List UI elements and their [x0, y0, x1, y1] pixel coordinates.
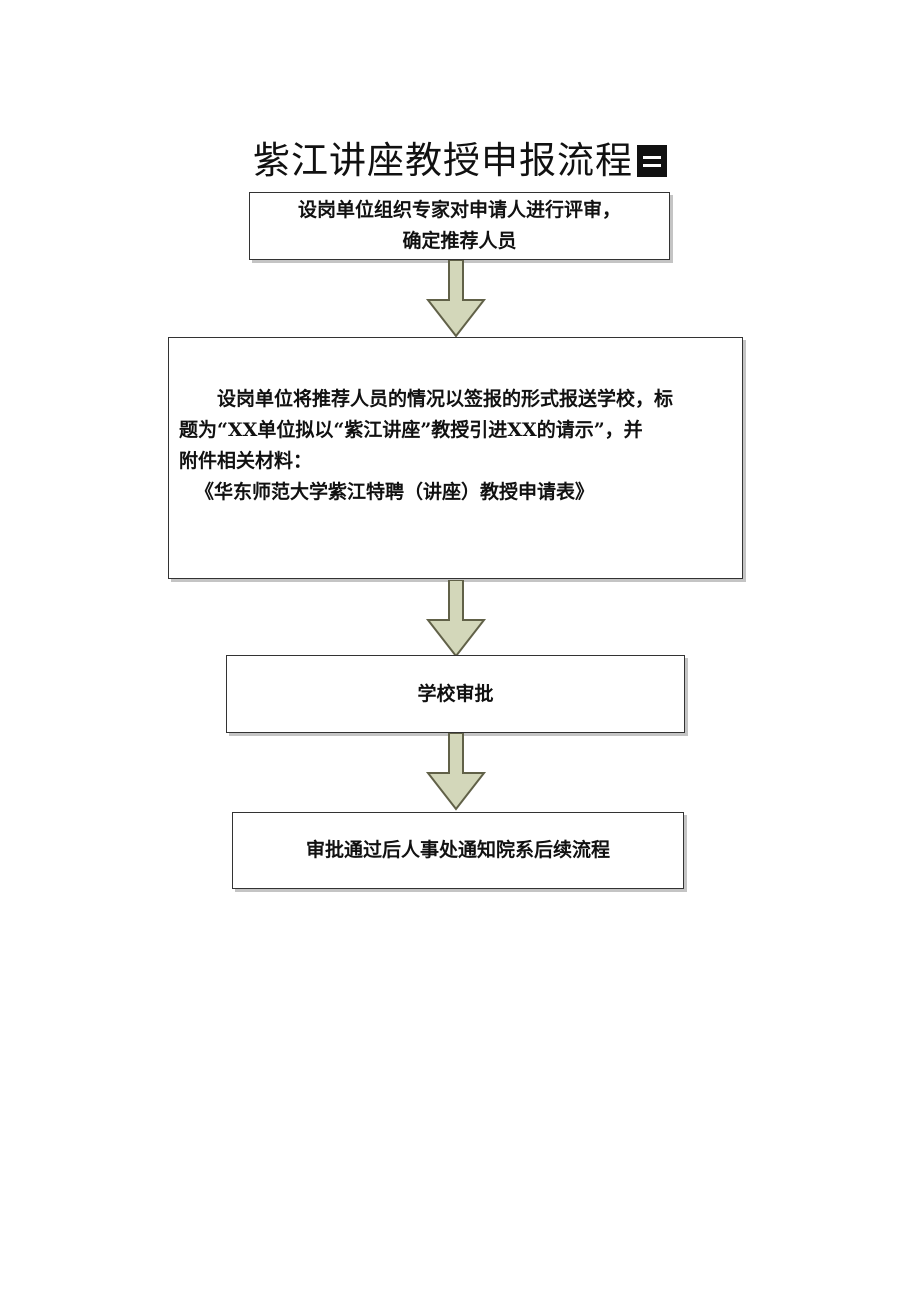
step-2-box: 设岗单位将推荐人员的情况以签报的形式报送学校，标 题为“XX单位拟以“紫江讲座”…	[168, 337, 743, 579]
step-3-box: 学校审批	[226, 655, 685, 733]
down-arrow-icon	[425, 733, 487, 811]
step-4-text: 审批通过后人事处通知院系后续流程	[305, 839, 610, 861]
step-2-line-3: 附件相关材料：	[179, 450, 313, 472]
down-arrow-icon	[425, 260, 487, 338]
step-1-line-2: 确定推荐人员	[402, 230, 517, 252]
down-arrow-icon	[425, 580, 487, 658]
document-mark-icon	[637, 145, 667, 177]
step-4-box: 审批通过后人事处通知院系后续流程	[232, 812, 684, 889]
page-title: 紫江讲座教授申报流程	[0, 130, 920, 184]
step-2-line-1: 设岗单位将推荐人员的情况以签报的形式报送学校，标	[217, 388, 674, 410]
step-1-box: 设岗单位组织专家对申请人进行评审， 确定推荐人员	[249, 192, 670, 260]
step-2-attachment: 《华东师范大学紫江特聘（讲座）教授申请表》	[195, 481, 595, 503]
title-text: 紫江讲座教授申报流程	[253, 139, 633, 182]
step-2-line-2: 题为“XX单位拟以“紫江讲座”教授引进XX的请示”，并	[179, 419, 643, 441]
step-1-line-1: 设岗单位组织专家对申请人进行评审，	[297, 199, 621, 221]
step-3-text: 学校审批	[417, 682, 494, 705]
